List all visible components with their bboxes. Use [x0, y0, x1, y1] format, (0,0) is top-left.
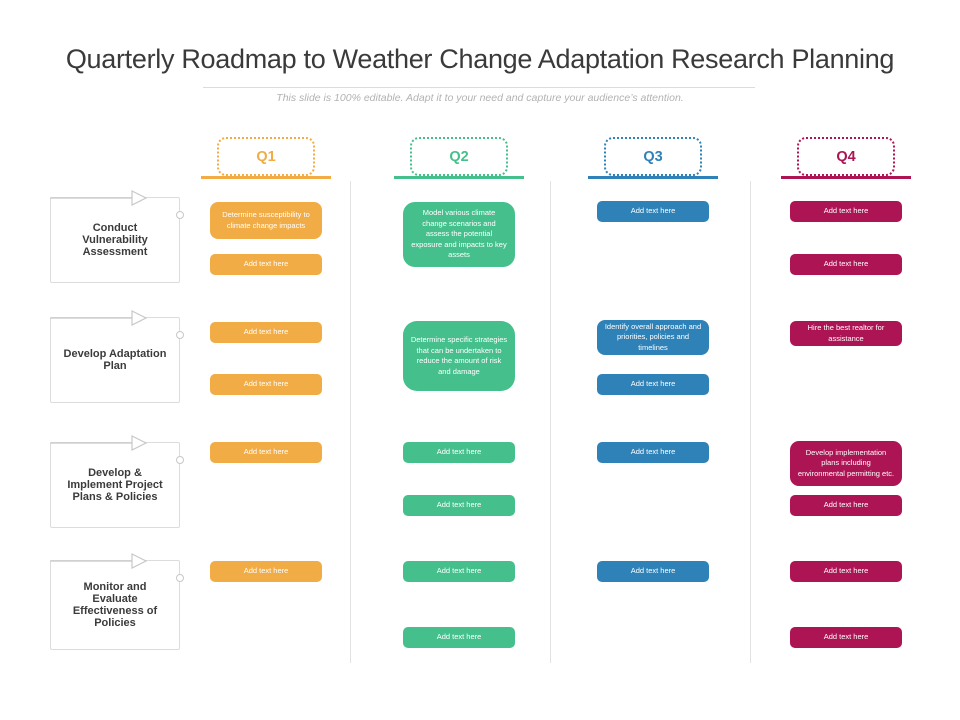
- placeholder-box-q4-vulnerability-2[interactable]: Add text here: [790, 254, 902, 275]
- phase-label-text: Conduct Vulnerability Assessment: [82, 222, 148, 258]
- column-divider-2: [550, 181, 551, 663]
- placeholder-box-q2-monitor-1[interactable]: Add text here: [403, 561, 515, 582]
- task-box-q4-adaptation-1[interactable]: Hire the best realtor for assistance: [790, 321, 902, 346]
- page-title: Quarterly Roadmap to Weather Change Adap…: [65, 44, 895, 74]
- task-box-q2-adaptation-1[interactable]: Determine specific strategies that can b…: [403, 321, 515, 391]
- quarter-header-q2: Q2: [410, 137, 508, 176]
- placeholder-box-q3-plans-1[interactable]: Add text here: [597, 442, 709, 463]
- connector-node-icon: [175, 574, 184, 582]
- column-divider-3: [750, 181, 751, 663]
- phase-label-monitor-evaluate-policies: Monitor and Evaluate Effectiveness of Po…: [50, 553, 184, 650]
- placeholder-box-q4-vulnerability-1[interactable]: Add text here: [790, 201, 902, 222]
- placeholder-box-q2-monitor-2[interactable]: Add text here: [403, 627, 515, 648]
- placeholder-box-q1-plans-1[interactable]: Add text here: [210, 442, 322, 463]
- placeholder-box-q1-vulnerability-2[interactable]: Add text here: [210, 254, 322, 275]
- placeholder-box-q2-plans-1[interactable]: Add text here: [403, 442, 515, 463]
- placeholder-box-q4-monitor-2[interactable]: Add text here: [790, 627, 902, 648]
- placeholder-box-q2-plans-2[interactable]: Add text here: [403, 495, 515, 516]
- connector-node-icon: [175, 456, 184, 464]
- placeholder-box-q1-adaptation-1[interactable]: Add text here: [210, 322, 322, 343]
- column-divider-1: [350, 181, 351, 663]
- placeholder-box-q4-monitor-1[interactable]: Add text here: [790, 561, 902, 582]
- quarter-header-q1: Q1: [217, 137, 315, 176]
- quarter-header-q4: Q4: [797, 137, 895, 176]
- task-box-q3-adaptation-1[interactable]: Identify overall approach and priorities…: [597, 320, 709, 355]
- phase-label-text: Monitor and Evaluate Effectiveness of Po…: [72, 581, 158, 629]
- connector-node-icon: [175, 211, 184, 219]
- task-box-q2-vulnerability-1[interactable]: Model various climate change scenarios a…: [403, 202, 515, 267]
- phase-label-conduct-vulnerability-assessment: Conduct Vulnerability Assessment: [50, 190, 184, 283]
- slide-subtitle: This slide is 100% editable. Adapt it to…: [276, 92, 684, 104]
- quarter-underline-q4: [781, 176, 911, 179]
- task-box-q1-vulnerability-1[interactable]: Determine susceptibility to climate chan…: [210, 202, 322, 239]
- quarter-underline-q3: [588, 176, 718, 179]
- placeholder-box-q4-plans-2[interactable]: Add text here: [790, 495, 902, 516]
- title-divider: [203, 87, 755, 88]
- quarter-underline-q1: [201, 176, 331, 179]
- connector-node-icon: [175, 331, 184, 339]
- placeholder-box-q3-monitor-1[interactable]: Add text here: [597, 561, 709, 582]
- phase-label-text: Develop & Implement Project Plans & Poli…: [67, 467, 163, 503]
- task-box-q4-plans-1[interactable]: Develop implementation plans including e…: [790, 441, 902, 486]
- placeholder-box-q3-adaptation-2[interactable]: Add text here: [597, 374, 709, 395]
- flow-arrow-icon: [50, 310, 148, 326]
- flow-arrow-icon: [50, 553, 148, 569]
- phase-label-text: Develop Adaptation Plan: [63, 348, 167, 372]
- quarter-underline-q2: [394, 176, 524, 179]
- flow-arrow-icon: [50, 435, 148, 451]
- quarter-header-q3: Q3: [604, 137, 702, 176]
- flow-arrow-icon: [50, 190, 148, 206]
- phase-label-develop-implement-project-plans: Develop & Implement Project Plans & Poli…: [50, 435, 184, 528]
- phase-label-develop-adaptation-plan: Develop Adaptation Plan: [50, 310, 184, 403]
- placeholder-box-q3-vulnerability-1[interactable]: Add text here: [597, 201, 709, 222]
- placeholder-box-q1-monitor-1[interactable]: Add text here: [210, 561, 322, 582]
- placeholder-box-q1-adaptation-2[interactable]: Add text here: [210, 374, 322, 395]
